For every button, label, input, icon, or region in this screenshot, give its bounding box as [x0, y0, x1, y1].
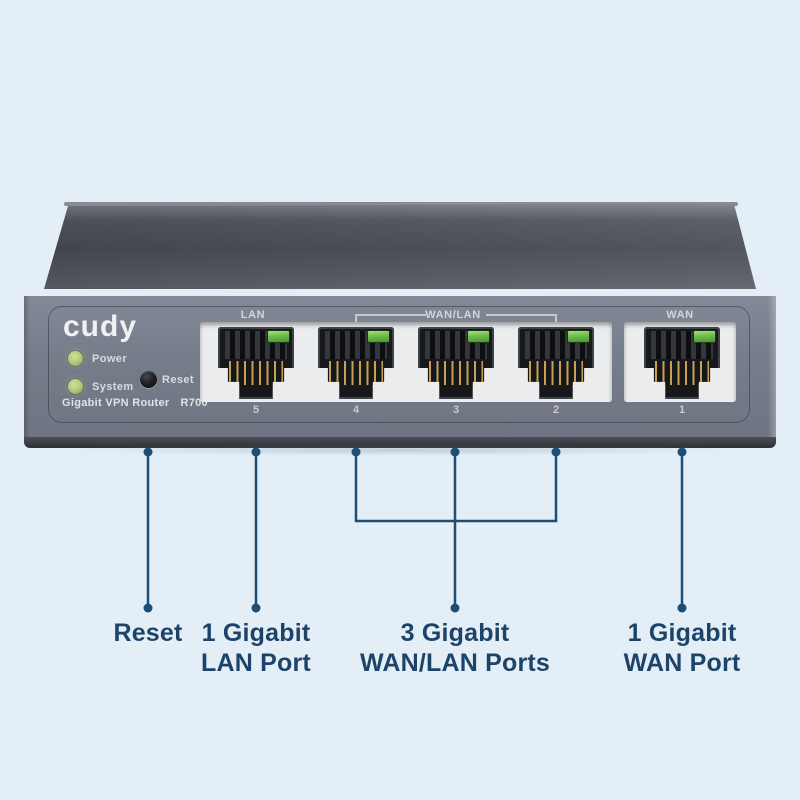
product-name: Gigabit VPN Router: [62, 397, 170, 409]
dot: [677, 447, 687, 457]
annotation-label-wan: 1 Gigabit WAN Port: [572, 618, 792, 678]
reset-button-label: Reset: [162, 374, 194, 386]
wanlan-bracket-left-tick: [355, 314, 357, 322]
router-top-back-edge: [64, 202, 738, 206]
annotation-label-wanlan: 3 Gigabit WAN/LAN Ports: [345, 618, 565, 678]
dot: [551, 447, 561, 457]
port-activity-led-icon: [693, 330, 716, 343]
dot: [677, 603, 687, 613]
front-right-highlight: [768, 296, 776, 437]
rj45-port-5: [218, 327, 294, 399]
dot: [450, 447, 460, 457]
wanlan-bracket-right-segment: [486, 314, 557, 316]
front-panel-outline: [48, 306, 750, 423]
label-line: Reset: [113, 619, 183, 647]
product-name-row: Gigabit VPN Router R700: [62, 397, 208, 409]
wan-group-label: WAN: [666, 309, 694, 321]
jack-gold-pins: [529, 360, 583, 385]
port-activity-led-icon: [467, 330, 490, 343]
rj45-jack-icon: [644, 327, 720, 399]
dot: [143, 603, 153, 613]
wanlan-bracket-right-tick: [555, 314, 557, 322]
port-activity-led-icon: [267, 330, 290, 343]
power-led-icon: [68, 351, 83, 366]
dot: [251, 447, 261, 457]
rj45-port-1: [644, 327, 720, 399]
jack-gold-pins: [655, 360, 709, 385]
label-line: LAN Port: [201, 649, 311, 677]
label-line: 3 Gigabit: [400, 619, 510, 647]
device-shadow: [60, 444, 740, 456]
lan-group-label: LAN: [240, 309, 266, 321]
label-line: WAN Port: [623, 649, 741, 677]
dot: [143, 447, 153, 457]
port-number-1: 1: [678, 404, 686, 416]
system-led-label: System: [92, 381, 134, 393]
port-activity-led-icon: [567, 330, 590, 343]
wanlan-bracket-left-segment: [355, 314, 426, 316]
label-line: 1 Gigabit: [201, 619, 311, 647]
system-led-icon: [68, 379, 83, 394]
front-left-shade: [24, 296, 30, 437]
rj45-jack-icon: [218, 327, 294, 399]
cudy-logo: cudy: [63, 310, 138, 343]
wanlan-group-label: WAN/LAN: [425, 309, 481, 321]
jack-gold-pins: [429, 360, 483, 385]
dot: [251, 603, 261, 613]
reset-button: [140, 371, 157, 388]
label-line: WAN/LAN Ports: [359, 649, 551, 677]
port-activity-led-icon: [367, 330, 390, 343]
router-bottom-edge: [24, 437, 776, 448]
label-line: 1 Gigabit: [627, 619, 737, 647]
rj45-port-3: [418, 327, 494, 399]
annotation-label-lan: 1 Gigabit LAN Port: [146, 618, 366, 678]
dot: [351, 447, 361, 457]
port-number-2: 2: [552, 404, 560, 416]
port-number-3: 3: [452, 404, 460, 416]
port-number-4: 4: [352, 404, 360, 416]
rj45-port-4: [318, 327, 394, 399]
port-number-5: 5: [252, 404, 260, 416]
annotation-label-reset: Reset: [38, 618, 258, 648]
dot: [450, 603, 460, 613]
jack-gold-pins: [229, 360, 283, 385]
rj45-port-2: [518, 327, 594, 399]
router-top-face: [44, 204, 756, 289]
jack-gold-pins: [329, 360, 383, 385]
power-led-label: Power: [92, 353, 128, 365]
